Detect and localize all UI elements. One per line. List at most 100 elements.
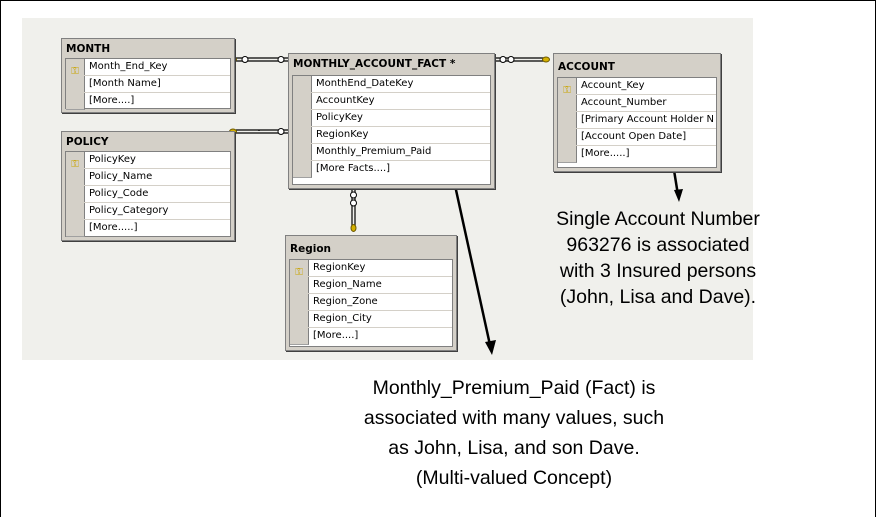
column-row[interactable]: Monthly_Premium_Paid <box>293 144 490 161</box>
row-selector[interactable] <box>290 294 309 310</box>
frame-top-border <box>0 0 876 1</box>
annotation-line: associated with many values, such <box>363 407 665 429</box>
column-name: [More.....] <box>581 148 630 159</box>
row-selector[interactable] <box>66 93 85 110</box>
row-selector[interactable] <box>293 76 312 92</box>
column-name: Region_Zone <box>313 296 378 307</box>
column-row[interactable]: AccountKey <box>293 93 490 110</box>
key-icon: ⚿ <box>295 267 303 277</box>
table-title: ACCOUNT <box>558 61 615 73</box>
table-title: POLICY <box>66 136 109 148</box>
column-list: ⚿Month_End_Key [Month Name] [More....] <box>65 58 231 110</box>
column-row[interactable]: ⚿ Account_Key <box>558 78 716 95</box>
column-row[interactable]: Region_Zone <box>290 294 452 311</box>
column-row[interactable]: [More Facts....] <box>293 161 490 178</box>
column-row[interactable]: [More.....] <box>66 220 230 237</box>
relationship-fact-account[interactable] <box>496 56 550 63</box>
column-name: PolicyKey <box>316 112 363 123</box>
column-name: MonthEnd_DateKey <box>316 78 414 89</box>
row-selector[interactable]: ⚿ <box>558 78 577 95</box>
relationship-policy-fact[interactable] <box>229 128 289 135</box>
row-selector[interactable] <box>66 76 85 92</box>
row-selector[interactable]: ⚿ <box>290 260 309 277</box>
column-row[interactable]: Policy_Code <box>66 186 230 203</box>
column-row[interactable]: [More....] <box>66 93 230 110</box>
relationship-month-fact[interactable] <box>229 56 289 63</box>
column-name: AccountKey <box>316 95 375 106</box>
column-name: RegionKey <box>316 129 369 140</box>
column-row[interactable]: Policy_Category <box>66 203 230 220</box>
column-row[interactable]: Account_Number <box>558 95 716 112</box>
column-row[interactable]: Region_Name <box>290 277 452 294</box>
row-selector[interactable] <box>293 127 312 143</box>
annotation-line: (John, Lisa and Dave). <box>559 286 757 308</box>
column-row[interactable]: RegionKey <box>293 127 490 144</box>
row-selector[interactable] <box>558 112 577 128</box>
row-selector[interactable] <box>290 277 309 293</box>
column-row[interactable]: [Month Name] <box>66 76 230 93</box>
column-row[interactable]: ⚿PolicyKey <box>66 152 230 169</box>
annotation-account-number: Single Account Number 963276 is associat… <box>526 206 790 310</box>
column-row[interactable]: PolicyKey <box>293 110 490 127</box>
column-row[interactable]: [Account Open Date] <box>558 129 716 146</box>
row-selector[interactable] <box>66 169 85 185</box>
column-name: RegionKey <box>313 262 366 273</box>
column-row[interactable]: [More....] <box>290 328 452 345</box>
annotation-line: as John, Lisa, and son Dave. <box>388 437 640 459</box>
column-name: [More....] <box>89 95 135 106</box>
table-month[interactable]: MONTH ⚿Month_End_Key [Month Name] [More...… <box>61 38 235 113</box>
row-selector[interactable] <box>293 161 312 178</box>
column-name: [More Facts....] <box>316 163 391 174</box>
row-selector[interactable] <box>290 328 309 345</box>
column-name: [More....] <box>313 330 359 341</box>
column-name: Region_Name <box>313 279 382 290</box>
column-row[interactable]: MonthEnd_DateKey <box>293 76 490 93</box>
row-selector[interactable] <box>66 203 85 219</box>
column-name: Account_Key <box>581 80 645 91</box>
table-title: MONTHLY_ACCOUNT_FACT * <box>293 58 456 70</box>
column-name: [More.....] <box>89 222 138 233</box>
annotation-line: 963276 is associated <box>566 234 750 256</box>
relationship-fact-region[interactable] <box>350 189 357 232</box>
row-selector[interactable] <box>66 186 85 202</box>
column-row[interactable]: ⚿ RegionKey <box>290 260 452 277</box>
column-row[interactable]: [Primary Account Holder N <box>558 112 716 129</box>
column-name: [Month Name] <box>89 78 161 89</box>
column-row[interactable]: ⚿Month_End_Key <box>66 59 230 76</box>
table-title: MONTH <box>66 43 111 55</box>
annotation-line: Single Account Number <box>556 208 760 230</box>
annotation-line: (Multi-valued Concept) <box>415 467 613 489</box>
table-title: Region <box>290 243 332 255</box>
row-selector[interactable] <box>558 146 577 163</box>
key-icon: ⚿ <box>563 85 571 95</box>
column-name: Policy_Name <box>89 171 153 182</box>
key-icon: ⚿ <box>71 66 79 76</box>
column-row[interactable]: Region_City <box>290 311 452 328</box>
annotation-monthly-premium: Monthly_Premium_Paid (Fact) is associate… <box>354 373 674 493</box>
column-row[interactable]: [More.....] <box>558 146 716 163</box>
row-selector[interactable] <box>558 129 577 145</box>
column-name: Account_Number <box>581 97 667 108</box>
row-selector[interactable] <box>293 110 312 126</box>
row-selector[interactable] <box>290 311 309 327</box>
row-selector[interactable]: ⚿ <box>66 59 85 76</box>
row-selector[interactable] <box>293 93 312 109</box>
column-row[interactable]: Policy_Name <box>66 169 230 186</box>
row-selector[interactable] <box>66 220 85 237</box>
row-selector[interactable] <box>558 95 577 111</box>
column-name: Policy_Category <box>89 205 169 216</box>
frame-left-border <box>0 0 1 517</box>
column-name: [Primary Account Holder N <box>581 114 714 125</box>
annotation-line: Monthly_Premium_Paid (Fact) is <box>372 377 656 399</box>
row-selector[interactable] <box>293 144 312 160</box>
row-selector[interactable]: ⚿ <box>66 152 85 168</box>
column-name: [Account Open Date] <box>581 131 687 142</box>
